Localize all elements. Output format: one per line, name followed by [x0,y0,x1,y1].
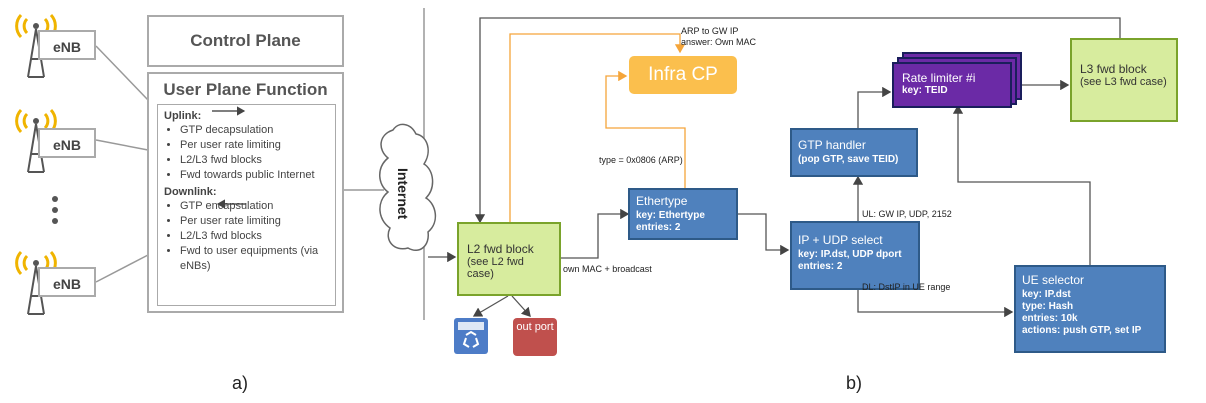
l2-to-ethertype-arrow [561,208,630,259]
l3-to-l2-feedback-arrow [474,17,1121,224]
l3-fwd-title: L3 fwd block [1080,62,1147,76]
rate-limiter-box: Rate limiter #i key: TEID [892,62,1012,108]
list-item: L2/L3 fwd blocks [180,229,329,244]
enb-box-3: eNB [38,267,96,297]
downlink-list: GTP encapsulation Per user rate limiting… [164,199,329,274]
l2-to-outport-arrow [511,295,531,317]
control-plane-box: Control Plane [147,15,344,67]
ue-entries: entries: 10k [1022,313,1078,324]
edge-label-ul: UL: GW IP, UDP, 2152 [862,209,952,219]
enb-box-2: eNB [38,128,96,158]
ip-udp-select-box: IP + UDP select key: IP.dst, UDP dport e… [790,221,920,290]
panel-a-label: a) [232,373,249,393]
upf-title: User Plane Function [163,80,328,99]
ue-type: type: Hash [1022,301,1074,312]
ip-udp-entries: entries: 2 [798,261,843,272]
ethertype-to-ipudp-arrow [738,213,790,256]
ue-title: UE selector [1022,273,1085,287]
edge-label-answer: answer: Own MAC [681,37,757,47]
edge-label-own-mac: own MAC + broadcast [563,264,652,274]
edge-label-dl: DL: DstIP in UE range [862,282,951,292]
l3-fwd-block: L3 fwd block (see L3 fwd case) [1070,38,1178,122]
gtp-title: GTP handler [798,138,866,152]
internet-cloud-icon [379,123,437,252]
list-item: GTP decapsulation [180,123,329,138]
ue-to-rate-arrow [952,104,1091,265]
ue-selector-box: UE selector key: IP.dst type: Hash entri… [1014,265,1166,353]
list-item: Per user rate limiting [180,214,329,229]
upf-details: Uplink: GTP decapsulation Per user rate … [157,104,336,306]
list-item: GTP encapsulation [180,199,329,214]
out-port-box: out port [513,318,557,356]
list-item: Fwd towards public Internet [180,168,329,183]
user-plane-function-box: User Plane Function Uplink: GTP decapsul… [147,72,344,313]
enb-box-1: eNB [38,30,96,60]
l3-fwd-subtitle: (see L3 fwd case) [1080,76,1167,88]
gtp-handler-box: GTP handler (pop GTP, save TEID) [790,128,918,177]
infra-cp-box: Infra CP [629,56,737,94]
l2-fwd-subtitle: (see L2 fwd case) [467,256,524,280]
uplink-list: GTP decapsulation Per user rate limiting… [164,123,329,183]
arp-loop [509,33,686,222]
uplink-header: Uplink: [164,110,202,122]
list-item: Per user rate limiting [180,138,329,153]
ethertype-key: key: Ethertype [636,210,705,221]
ethertype-box: Ethertype key: Ethertype entries: 2 [628,188,738,240]
l2-to-drop-arrow [472,295,509,317]
ue-key: key: IP.dst [1022,289,1071,300]
edge-label-arp-to-gw: ARP to GW IP [681,26,739,36]
l2-fwd-block: L2 fwd block (see L2 fwd case) [457,222,561,296]
ethertype-title: Ethertype [636,194,688,208]
enb-links [95,45,384,283]
panel-b-label: b) [846,373,863,393]
ethertype-entries: entries: 2 [636,222,681,233]
ip-udp-key: key: IP.dst, UDP dport [798,249,902,260]
gtp-to-rate-arrow [857,86,892,128]
downlink-header: Downlink: [164,186,217,198]
l2-fwd-title: L2 fwd block [467,242,534,256]
ip-udp-title: IP + UDP select [798,233,883,247]
rate-title: Rate limiter #i [902,71,976,85]
gtp-desc: (pop GTP, save TEID) [798,154,899,165]
list-item: L2/L3 fwd blocks [180,153,329,168]
internet-label: Internet [395,168,411,220]
rate-key: key: TEID [902,85,948,96]
ellipsis-dots [52,196,58,224]
list-item: Fwd to user equipments (via eNBs) [180,244,329,274]
ipudp-to-ue-arrow [857,290,1014,318]
ue-actions: actions: push GTP, set IP [1022,325,1142,336]
recycle-bin-icon [454,318,488,354]
edge-label-type-arp: type = 0x0806 (ARP) [599,155,683,165]
